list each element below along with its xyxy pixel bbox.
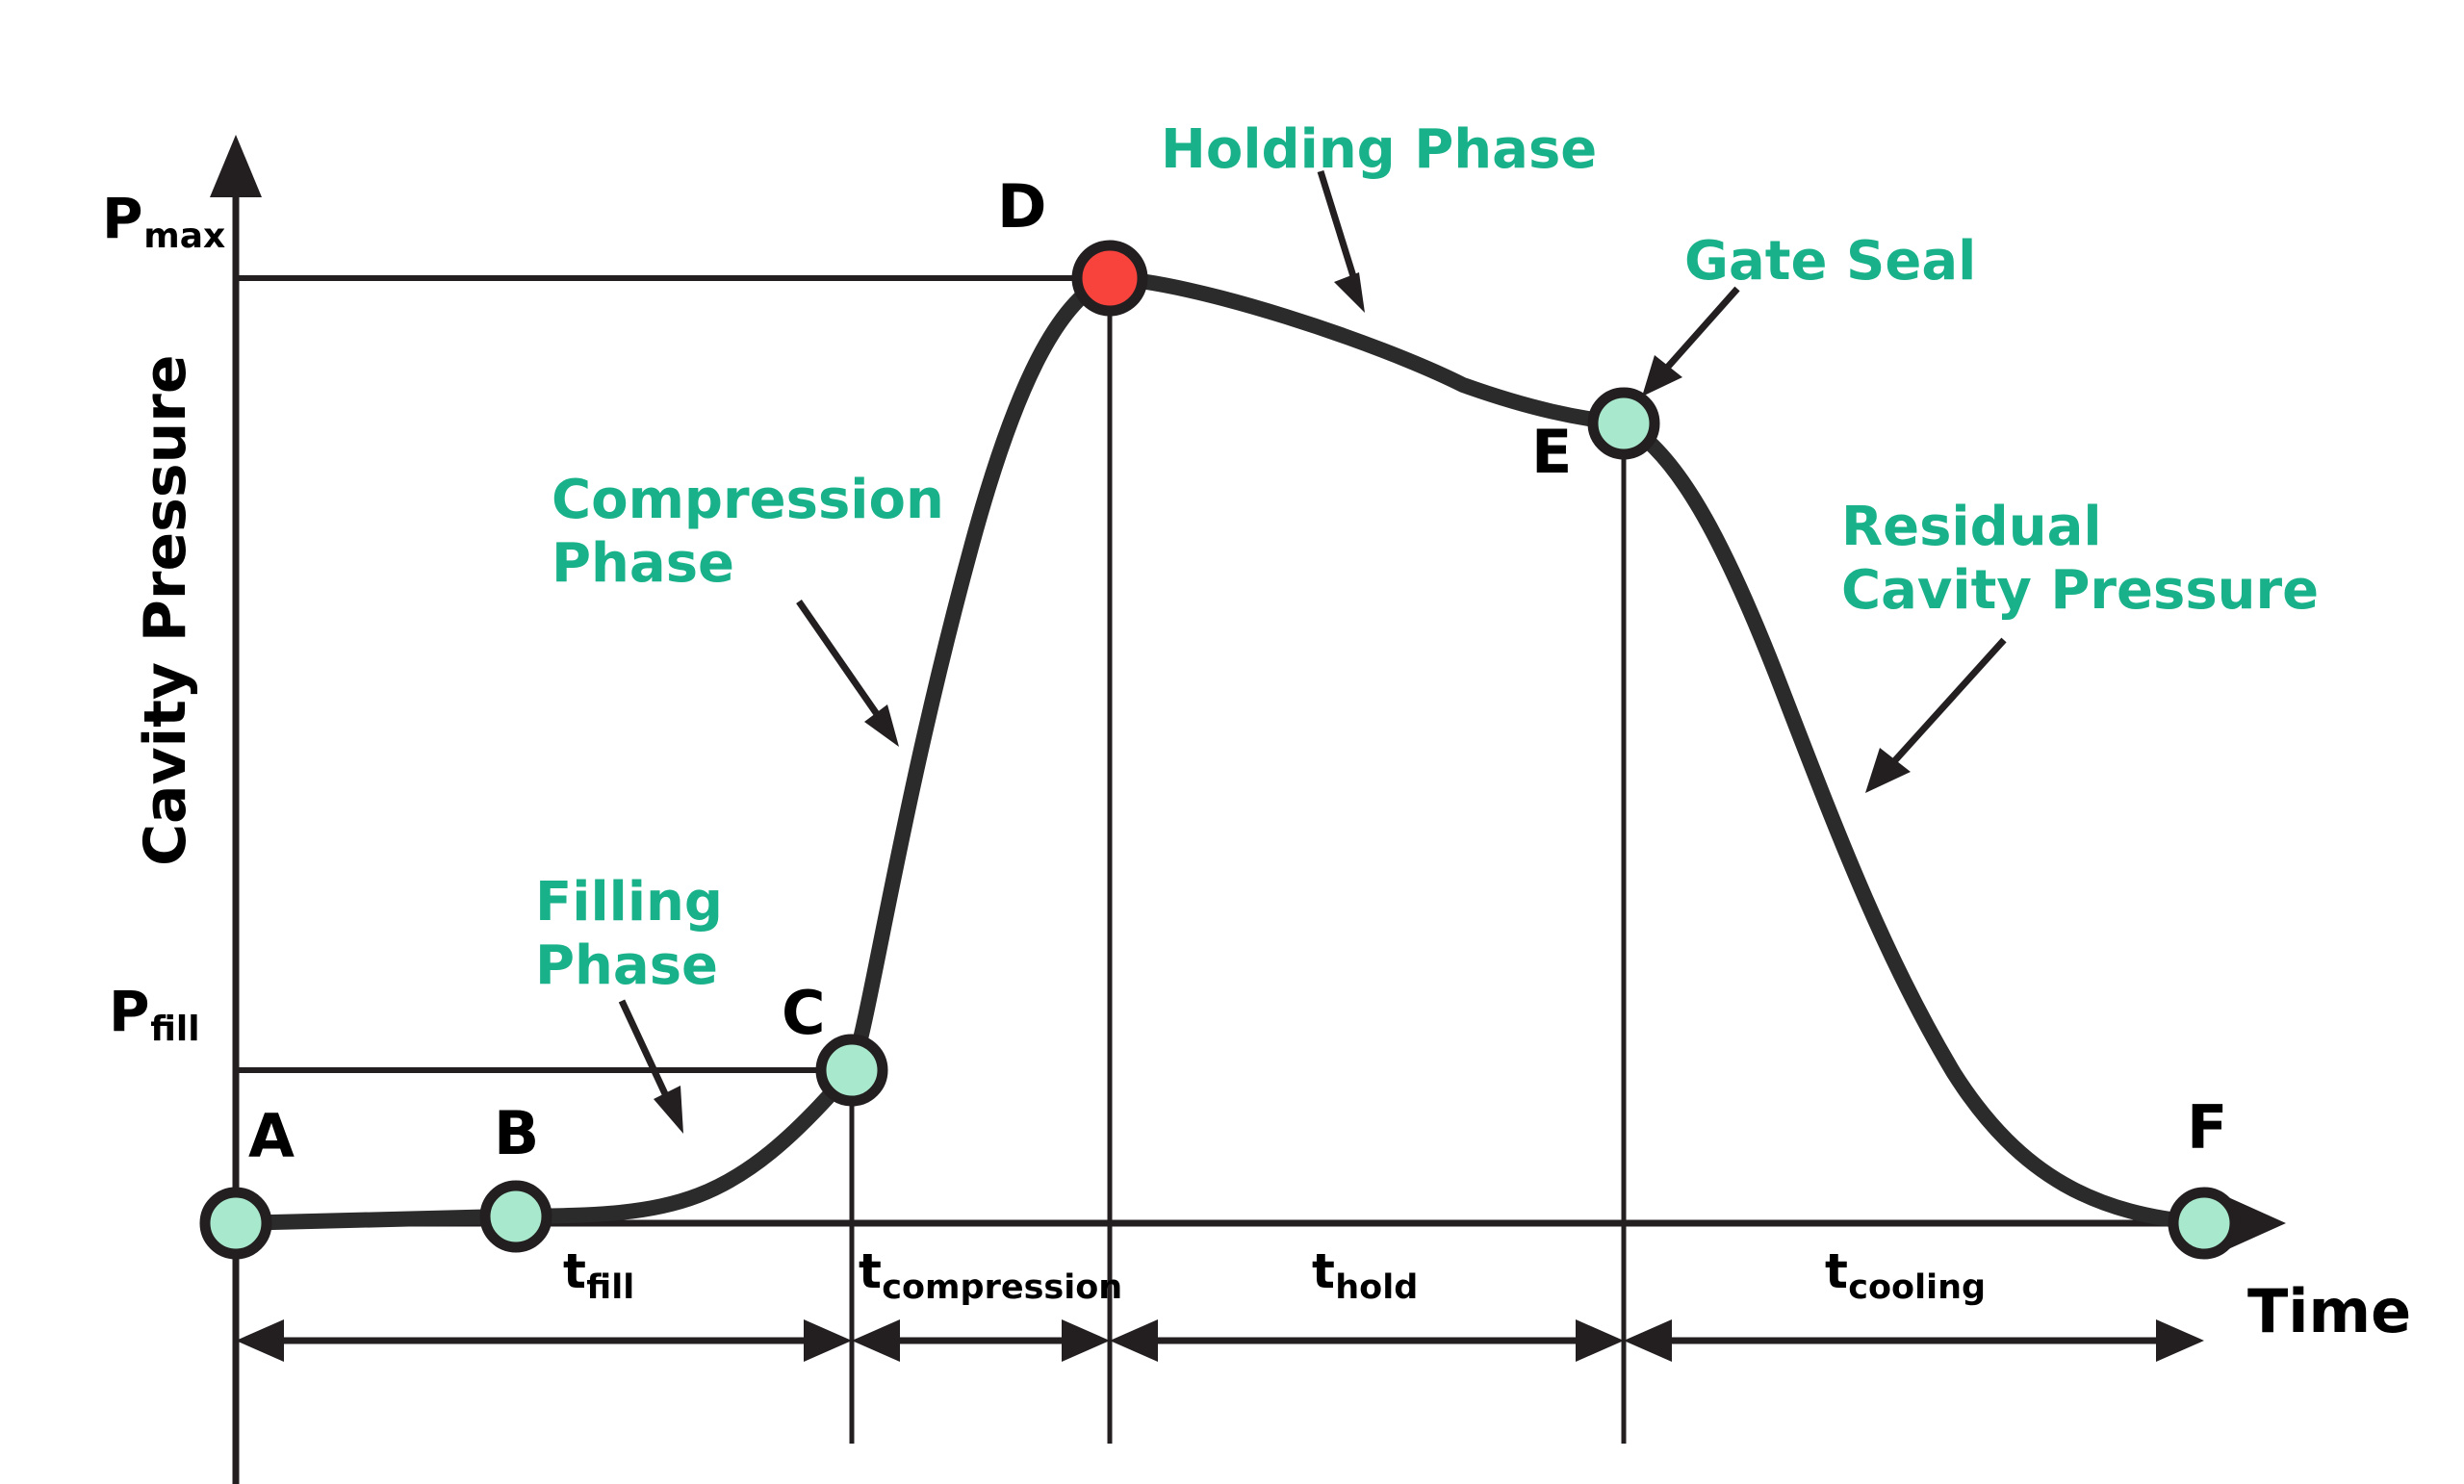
annotation-holding-line-1: Holding Phase	[1161, 118, 1598, 181]
x-axis-arrowhead	[2228, 1197, 2286, 1249]
interval-dimension-arrows	[236, 1319, 2204, 1362]
y-axis-arrowhead	[210, 135, 262, 197]
pmax-base-text: P	[102, 186, 143, 251]
annotation-compression-line-2: Phase	[552, 531, 735, 595]
annotation-arrows	[618, 169, 2007, 1134]
point-label-f: F	[2187, 1092, 2228, 1163]
compression-phase-arrow-line	[796, 600, 888, 729]
holding-phase-arrowhead	[1334, 272, 1365, 313]
point-marker-e[interactable]	[1587, 387, 1660, 460]
tcooling-base-text: t	[1825, 1243, 1848, 1299]
tcompression-dim-arrow-left	[852, 1319, 900, 1362]
point-marker-b[interactable]	[479, 1180, 552, 1253]
thold-dim-arrow-left	[1110, 1319, 1158, 1362]
interval-label-tcooling: tcooling	[1825, 1243, 1986, 1305]
filling-phase-arrowhead	[654, 1086, 683, 1134]
tfill-dim-arrow-right	[804, 1319, 852, 1362]
annotation-compression-line-1: Compression	[552, 469, 944, 531]
tfill-dim-arrow-left	[236, 1319, 284, 1362]
tcompression-subscript-text: compression	[882, 1267, 1123, 1307]
gate-seal-arrow-line	[1657, 286, 1740, 378]
point-label-a: A	[248, 1101, 295, 1171]
residual-pressure-arrowhead	[1865, 748, 1911, 793]
pfill-base-text: P	[109, 979, 150, 1044]
thold-dim-arrow-right	[1576, 1319, 1624, 1362]
interval-label-tfill: tfill	[563, 1243, 634, 1305]
thold-subscript-text: hold	[1335, 1267, 1419, 1307]
interval-label-tcompression: tcompression	[859, 1243, 1122, 1305]
interval-label-thold: thold	[1312, 1243, 1418, 1305]
annotation-filling-line-1: Filling	[535, 871, 723, 934]
tcooling-subscript-text: cooling	[1848, 1267, 1987, 1307]
pfill-subscript-text: fill	[150, 1010, 200, 1050]
tcooling-dim-arrow-right	[2156, 1319, 2204, 1362]
tfill-base-text: t	[563, 1243, 586, 1299]
gate-seal-arrowhead	[1642, 355, 1682, 397]
holding-phase-arrow-line	[1317, 169, 1361, 291]
tcompression-dim-arrow-right	[1062, 1319, 1110, 1362]
point-marker-f[interactable]	[2168, 1187, 2241, 1260]
annotation-gate-seal-line-1: Gate Seal	[1684, 230, 1977, 293]
annotation-gate-seal: Gate Seal	[1684, 230, 1976, 294]
annotation-residual-line-2: Cavity Pressure	[1841, 558, 2320, 622]
annotation-residual-cavity-pressure: Residual Cavity Pressure	[1841, 496, 2319, 622]
annotation-residual-line-1: Residual	[1841, 496, 2102, 558]
thold-base-text: t	[1312, 1243, 1335, 1299]
point-marker-a[interactable]	[199, 1187, 272, 1260]
cavity-pressure-curve	[228, 270, 2212, 1231]
compression-phase-arrowhead	[864, 704, 899, 747]
tfill-subscript-text: fill	[586, 1267, 635, 1307]
annotation-filling-phase: Filling Phase	[535, 871, 723, 997]
point-label-b: B	[494, 1098, 540, 1168]
annotation-compression-phase: Compression Phase	[552, 469, 944, 595]
data-point-markers	[199, 240, 2241, 1260]
point-label-d: D	[997, 171, 1047, 242]
pmax-subscript-text: max	[143, 217, 226, 257]
tcooling-dim-arrow-left	[1624, 1319, 1672, 1362]
point-label-e: E	[1531, 417, 1573, 487]
reference-lines	[236, 275, 1110, 1073]
y-tick-label-pmax: Pmax	[102, 186, 225, 255]
point-marker-c[interactable]	[815, 1034, 888, 1107]
tcompression-base-text: t	[859, 1243, 882, 1299]
annotation-holding-phase: Holding Phase	[1161, 118, 1597, 182]
x-axis-title: Time	[2247, 1276, 2412, 1346]
point-label-c: C	[782, 978, 826, 1048]
annotation-filling-line-2: Phase	[535, 934, 719, 997]
y-axis-title: Cavity Pressure	[132, 354, 199, 866]
y-tick-label-pfill: Pfill	[109, 979, 200, 1048]
residual-pressure-arrow-line	[1884, 637, 2007, 773]
point-marker-d[interactable]	[1071, 240, 1148, 317]
